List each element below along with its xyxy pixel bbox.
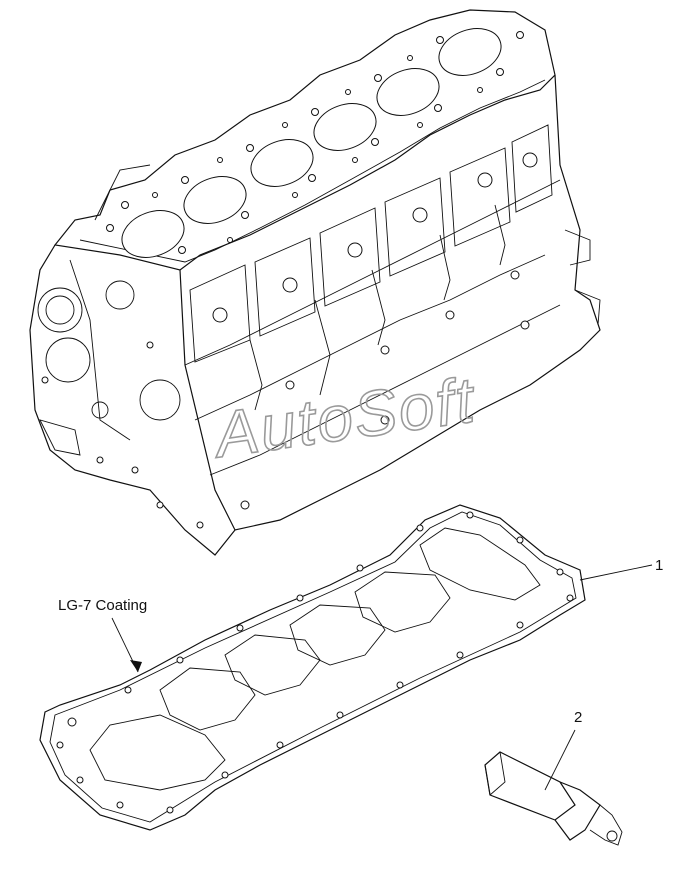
cylinder-bores	[121, 28, 502, 258]
callout-2-label: 2	[574, 709, 582, 726]
gasket-windows	[89, 527, 541, 791]
gasket-bolt-holes	[56, 511, 574, 814]
crankcase-windows	[189, 124, 553, 363]
engine-block	[29, 9, 601, 556]
callout-2: 2	[544, 709, 582, 791]
callout-1-label: 1	[655, 557, 663, 574]
callout-1: 1	[579, 557, 663, 581]
deck-bolt-holes	[106, 31, 524, 254]
watermark: AutoSoft	[207, 363, 480, 471]
bearing-webs	[249, 204, 506, 411]
oil-pan-gasket	[39, 504, 586, 831]
tappet-bosses	[212, 152, 538, 510]
coating-label: LG-7 Coating	[58, 597, 147, 614]
coating-annotation: LG-7 Coating	[58, 597, 147, 673]
sealant-tube	[484, 751, 623, 846]
